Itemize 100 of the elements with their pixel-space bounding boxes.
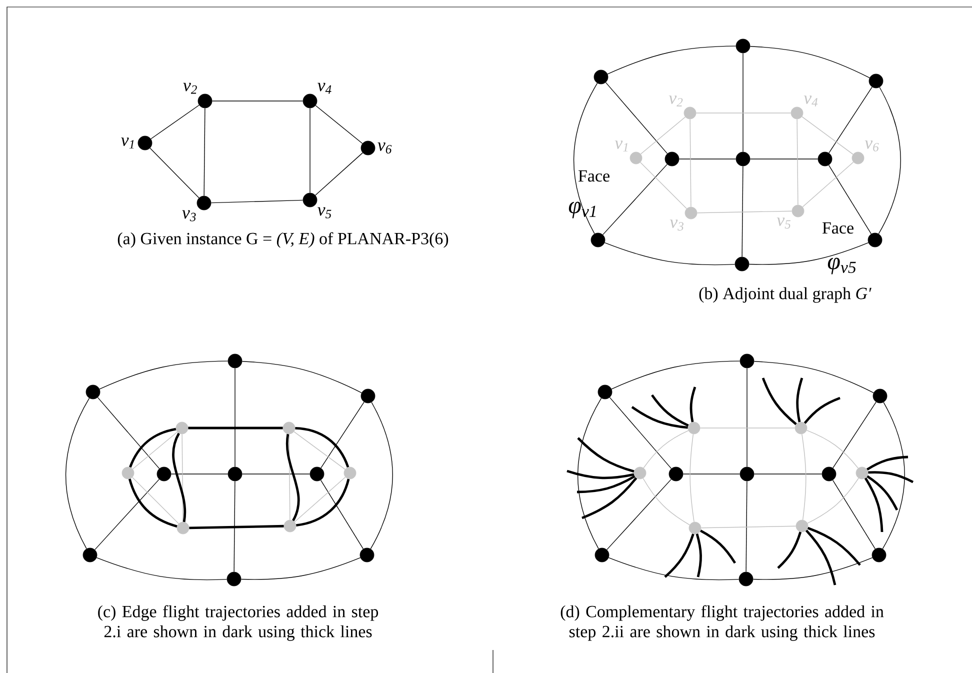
- graph-edge: [609, 397, 672, 469]
- vertex-dot: [738, 572, 754, 586]
- graph-edge: [748, 242, 869, 265]
- vertex-label: v$_{2}$: [183, 82, 197, 94]
- vertex-dot: [176, 522, 190, 534]
- trajectory-line: [651, 394, 689, 427]
- vertex-dot: [734, 256, 750, 272]
- face-label: φ$_{v5}$: [828, 258, 856, 274]
- graph-edge: [320, 480, 364, 550]
- vertex-dot: [688, 522, 702, 534]
- vertex-label: v$_{2}$: [668, 96, 683, 106]
- graph-edge: [678, 158, 736, 160]
- trajectory-line: [762, 378, 797, 426]
- vertex-dot: [226, 572, 242, 586]
- caption: (b) Adjoint dual graph G′: [699, 287, 872, 303]
- graph-edge: [796, 118, 798, 206]
- vertex-label: v$_{1}$: [121, 138, 134, 148]
- vertex-dot: [282, 422, 296, 434]
- graph-edge: [242, 361, 362, 394]
- vertex-dot: [594, 548, 610, 562]
- graph-edge: [602, 164, 668, 236]
- vertex-dot: [796, 520, 808, 532]
- graph-edge: [320, 402, 364, 468]
- graph-edge: [690, 434, 694, 522]
- graph-edge: [182, 434, 184, 522]
- graph-edge: [204, 108, 206, 196]
- vertex-dot: [736, 38, 750, 54]
- vertex-dot: [284, 520, 296, 532]
- graph-edge: [370, 402, 393, 550]
- graph-edge: [640, 116, 686, 154]
- vertex-dot: [794, 422, 808, 434]
- vertex-dot: [176, 422, 188, 434]
- vertex-dot: [740, 354, 754, 368]
- face-label: Face: [578, 170, 610, 182]
- caption: (d) Complementary flight trajectories added in step 2.ii are shown in dark using thick lines: [560, 605, 884, 641]
- trajectory-line: [664, 534, 694, 578]
- graph-edge: [802, 434, 806, 520]
- graph-edge: [99, 360, 228, 390]
- vertex-dot: [868, 232, 882, 248]
- trajectory-line: [631, 406, 688, 429]
- vertex-label: v$_{6}$: [864, 140, 879, 152]
- vertex-dot: [818, 152, 832, 166]
- vertex-dot: [360, 548, 374, 562]
- graph-edge: [234, 480, 236, 572]
- graph-edge: [65, 398, 90, 550]
- graph-edge: [288, 434, 290, 520]
- face-label: Face: [822, 222, 854, 234]
- trajectory-line: [690, 386, 696, 422]
- vertex-label: v$_{6}$: [378, 142, 392, 154]
- graph-edge: [742, 166, 744, 258]
- graph-edge: [642, 478, 690, 526]
- trajectory-line: [582, 477, 638, 520]
- graph-edge: [604, 242, 736, 266]
- vertex-dot: [688, 422, 700, 434]
- graph-edge: [806, 430, 858, 469]
- vertex-dot: [590, 232, 606, 248]
- trajectory-line: [577, 437, 634, 473]
- vertex-dot: [868, 74, 884, 88]
- trajectory-line: [172, 432, 186, 522]
- vertex-dot: [228, 466, 242, 482]
- graph-edge: [746, 368, 748, 468]
- trajectory-line: [864, 478, 884, 532]
- graph-edge: [807, 478, 859, 524]
- vertex-dot: [736, 152, 750, 166]
- vertex-dot: [598, 384, 612, 400]
- vertex-label: v$_{4}$: [804, 96, 818, 106]
- trajectory-line: [866, 456, 908, 471]
- graph-edge: [240, 557, 361, 580]
- vertex-dot: [86, 384, 100, 400]
- graph-edge: [882, 402, 905, 550]
- vertex-label: v$_{4}$: [318, 82, 332, 94]
- vertex-dot: [856, 466, 868, 480]
- vertex-dot: [822, 466, 836, 482]
- trajectory-line: [286, 434, 300, 522]
- vertex-dot: [310, 466, 324, 482]
- graph-edge: [643, 430, 689, 468]
- vertex-dot: [122, 466, 134, 480]
- graph-edge: [605, 82, 668, 154]
- graph-edge: [611, 360, 740, 390]
- graph-edge: [640, 162, 687, 209]
- trajectory-line: [805, 530, 836, 586]
- graph-edge: [696, 112, 792, 114]
- graph-edge: [752, 557, 873, 580]
- graph-edge: [742, 52, 744, 152]
- caption: (a) Given instance G = (V, E) of PLANAR-P3(6): [118, 232, 448, 248]
- graph-edge: [606, 478, 672, 550]
- graph-edge: [315, 152, 363, 196]
- vertex-label: v$_{3}$: [670, 220, 684, 231]
- graph-edge: [210, 200, 304, 204]
- graph-edge: [577, 398, 602, 550]
- vertex-dot: [664, 152, 680, 166]
- graph-edge: [608, 557, 740, 580]
- graph-edge: [832, 402, 876, 468]
- graph-edge: [96, 557, 228, 580]
- graph-edge: [700, 526, 796, 528]
- trajectory-line: [804, 396, 840, 424]
- vertex-dot: [344, 466, 356, 480]
- trajectory-line: [700, 530, 736, 564]
- graph-edge: [696, 210, 792, 214]
- trajectory-line: [576, 475, 636, 494]
